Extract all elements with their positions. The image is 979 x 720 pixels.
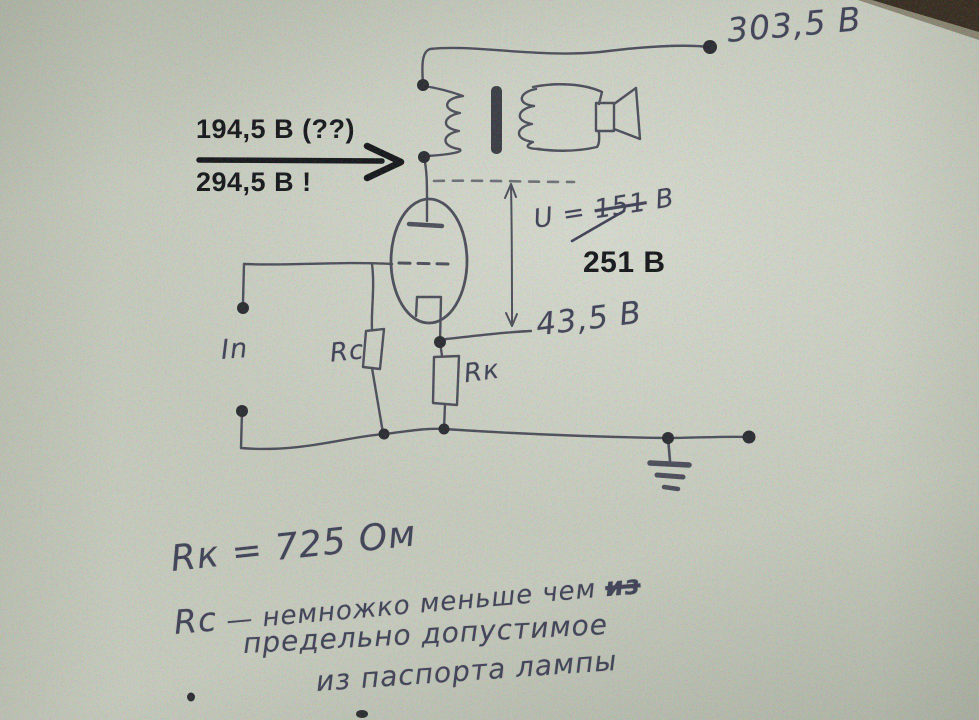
input-label: In [219,333,250,366]
ink-dot [356,710,368,718]
anode-plate [406,221,445,229]
cathode [414,295,443,344]
terminal-dot [742,430,756,444]
terminal-dot [438,423,450,435]
terminal-dot [434,336,446,348]
input-top-lead [241,262,246,304]
speaker-icon [594,86,642,141]
anode-lead [422,155,429,223]
transformer-core [491,86,502,154]
terminal-dot [417,79,429,91]
typed-new-anode-voltage: 294,5 В ! [196,167,312,197]
terminal-dot [236,405,248,417]
terminal-dot [662,432,674,444]
cathode-tap-wire [444,329,533,341]
rk-resistor-label: Rк [462,354,502,390]
terminal-dot [237,302,249,314]
resistor-rk [431,340,461,432]
supply-wire [421,44,712,87]
terminal-dot [703,40,717,54]
grid [397,261,453,266]
triode-tube [389,197,469,344]
terminal-dot [418,151,430,163]
resistor-rc [361,262,386,435]
note-rc-struck-word: из [604,570,642,604]
rc-resistor-label: Rc [328,335,366,369]
ink-dot [187,692,195,702]
output-transformer [422,83,604,158]
note-rc-name: Rc [172,599,219,642]
anode-level-dashed-line [432,179,576,184]
ground-icon [647,436,692,492]
u-unit: В [644,182,677,217]
typed-voltage-correction: 251 В [583,246,666,279]
terminal-dot [378,428,390,440]
typed-old-anode-voltage: 194,5 В (??) [196,114,356,144]
voltage-measure-arrow [504,183,518,327]
grid-wire [242,261,394,266]
